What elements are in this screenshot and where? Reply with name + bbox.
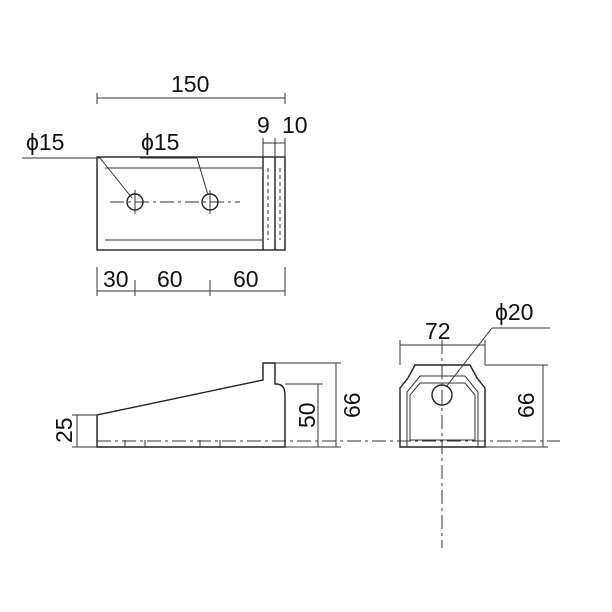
top-view-outline	[96, 156, 286, 251]
phi15-left-leader	[99, 157, 133, 199]
side-view: 25 50 66	[51, 362, 560, 448]
side-view-outline	[96, 362, 286, 448]
top-view: 150 9 10 ϕ15 ϕ15 30 60 60	[22, 71, 308, 296]
end-view: 72 ϕ20 66	[399, 299, 550, 548]
phi15-right-leader	[196, 157, 209, 196]
dim-9-label: 9	[257, 112, 270, 138]
dim-72-label: 72	[425, 318, 451, 344]
phi20-label: ϕ20	[495, 299, 533, 325]
dim-50-label: 50	[294, 402, 320, 428]
dim-25-label: 25	[51, 417, 77, 443]
dim-150-label: 150	[171, 71, 209, 97]
dim-10-label: 10	[282, 112, 308, 138]
dim-30-label: 30	[103, 266, 129, 292]
dim-60b-label: 60	[233, 266, 259, 292]
end-view-inner-2	[409, 382, 476, 441]
end-view-outline	[399, 364, 486, 448]
dim-60a-label: 60	[157, 266, 183, 292]
phi15-right-label: ϕ15	[141, 129, 179, 155]
dim-66-side-label: 66	[339, 392, 365, 418]
dim-66-end-label: 66	[513, 392, 539, 418]
end-view-inner	[406, 375, 479, 447]
phi15-left-label: ϕ15	[26, 129, 64, 155]
phi20-leader	[445, 327, 493, 388]
